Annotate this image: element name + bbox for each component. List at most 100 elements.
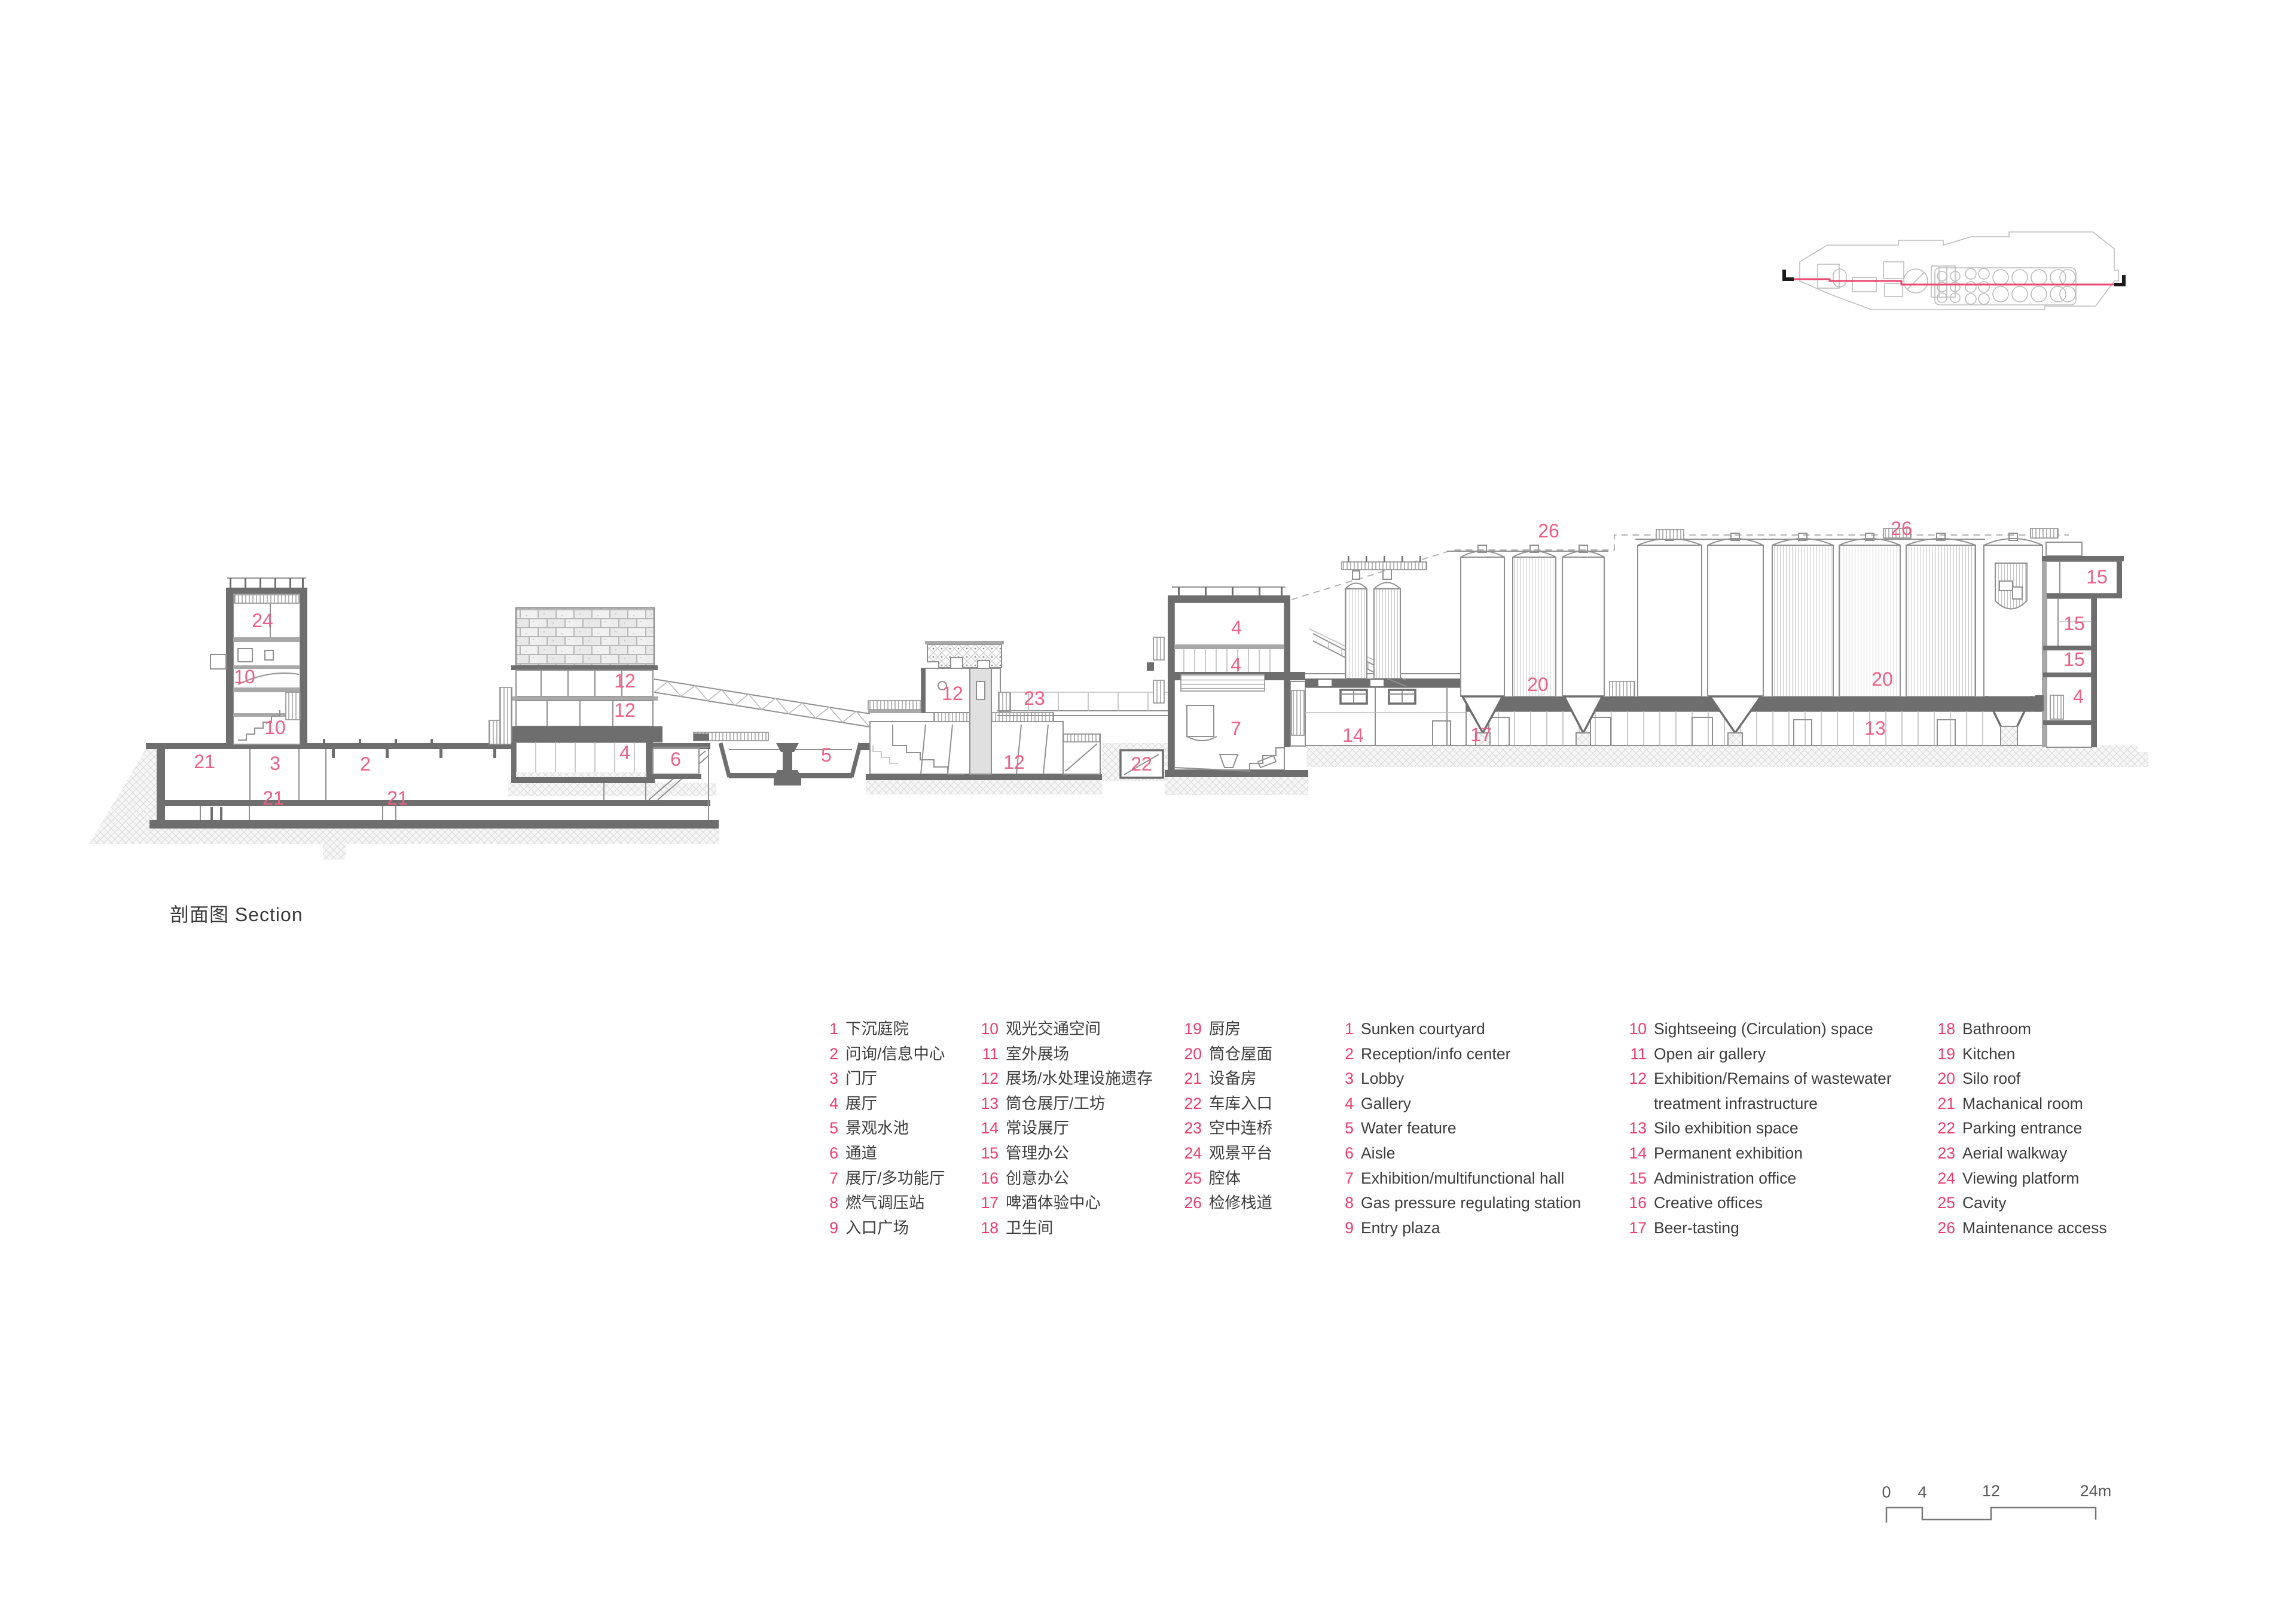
legend-item-number: 9 <box>1345 1218 1354 1237</box>
legend-item-label: 卫生间 <box>1006 1218 1054 1237</box>
stone-building <box>488 607 709 783</box>
legend-item-label: Open air gallery <box>1654 1044 1766 1063</box>
legend-item-number: 24 <box>1937 1169 1955 1187</box>
legend-item-number: 21 <box>1184 1069 1202 1088</box>
legend-item-label: 设备房 <box>1209 1069 1257 1088</box>
legend-item-label: Silo exhibition space <box>1654 1119 1799 1138</box>
legend-item-number: 20 <box>1937 1069 1955 1088</box>
legend-item-number: 2 <box>829 1044 838 1063</box>
legend-item-number: 2 <box>1345 1044 1354 1063</box>
section-label-12: 12 <box>1003 751 1025 773</box>
legend-item-label: 车库入口 <box>1209 1094 1272 1112</box>
legend-item-number: 25 <box>1937 1194 1955 1212</box>
section-label-4: 4 <box>1231 654 1241 676</box>
legend-item-label: Sunken courtyard <box>1361 1020 1485 1038</box>
legend-item-label: 啤酒体验中心 <box>1006 1194 1101 1212</box>
legend-item-number: 5 <box>829 1119 838 1138</box>
section-label-21: 21 <box>194 751 215 772</box>
legend-item-number: 19 <box>1184 1020 1202 1038</box>
legend-item-number: 24 <box>1184 1144 1202 1162</box>
section-label-2: 2 <box>360 753 371 775</box>
legend-item-number: 15 <box>1629 1169 1647 1187</box>
legend-item-label: 筒仓展厅/工坊 <box>1006 1094 1106 1112</box>
exhibition-building <box>1147 534 2069 777</box>
legend-item-label: Cavity <box>1962 1194 2007 1212</box>
scale-12: 12 <box>1982 1482 2000 1500</box>
drawing-title: 剖面图 Section <box>170 904 303 925</box>
legend-item-label: 展厅/多功能厅 <box>845 1169 945 1187</box>
legend-item-number: 20 <box>1184 1044 1202 1063</box>
legend-item: 10 观光交通空间 <box>971 1017 1153 1042</box>
key-plan <box>1782 231 2126 310</box>
legend-item-label: Parking entrance <box>1962 1119 2083 1138</box>
legend-item-label: 室外展场 <box>1006 1044 1069 1063</box>
right-tower <box>2035 542 2124 748</box>
legend-item-label: 展场/水处理设施遗存 <box>1006 1069 1153 1088</box>
silos <box>1447 528 2059 746</box>
legend-item-label: 检修栈道 <box>1209 1194 1272 1212</box>
legend-item-label: 下沉庭院 <box>845 1020 909 1038</box>
legend-item-number: 11 <box>982 1044 999 1063</box>
section-label-4: 4 <box>2073 686 2084 707</box>
legend-item-number: 7 <box>1345 1169 1354 1187</box>
section-label-17: 17 <box>1470 724 1492 745</box>
section-label-5: 5 <box>821 744 832 766</box>
legend-item-number: 10 <box>981 1020 999 1038</box>
legend-item-label: 通道 <box>845 1144 877 1162</box>
legend-item: 3 门厅 <box>811 1066 945 1092</box>
scale-0: 0 <box>1882 1483 1891 1501</box>
legend-item-number: 3 <box>829 1069 838 1088</box>
legend-item-label: 观光交通空间 <box>1006 1020 1101 1038</box>
legend-item-number: 10 <box>1629 1020 1647 1038</box>
section-label-13: 13 <box>1864 717 1886 739</box>
section-label-12: 12 <box>614 699 636 721</box>
section-label-26: 26 <box>1891 518 1912 539</box>
section-label-15: 15 <box>2063 613 2085 634</box>
legend-item-label: Entry plaza <box>1361 1218 1440 1237</box>
legend-item: 21 设备房 <box>1174 1066 1272 1092</box>
legend-item-number: 11 <box>1630 1044 1647 1063</box>
legend-item: 9 Entry plaza <box>1326 1216 1581 1241</box>
section-label-12: 12 <box>942 683 963 704</box>
legend-item-label: Permanent exhibition <box>1654 1144 1803 1162</box>
legend-item-label: Kitchen <box>1962 1044 2016 1063</box>
legend-item-label: Creative offices <box>1654 1194 1763 1212</box>
legend-item-label: Aisle <box>1361 1144 1396 1162</box>
legend-item-number: 1 <box>1345 1020 1354 1038</box>
legend-item-label: Water feature <box>1361 1119 1457 1138</box>
legend-item-number: 9 <box>829 1218 838 1237</box>
legend-item-label: 门厅 <box>845 1069 877 1088</box>
left-underground <box>146 739 719 829</box>
legend-item-label: Gas pressure regulating station <box>1361 1194 1581 1212</box>
legend-item-label: Beer-tasting <box>1654 1218 1739 1237</box>
legend-item-label: 腔体 <box>1209 1169 1241 1187</box>
section-label-20: 20 <box>1871 668 1893 690</box>
